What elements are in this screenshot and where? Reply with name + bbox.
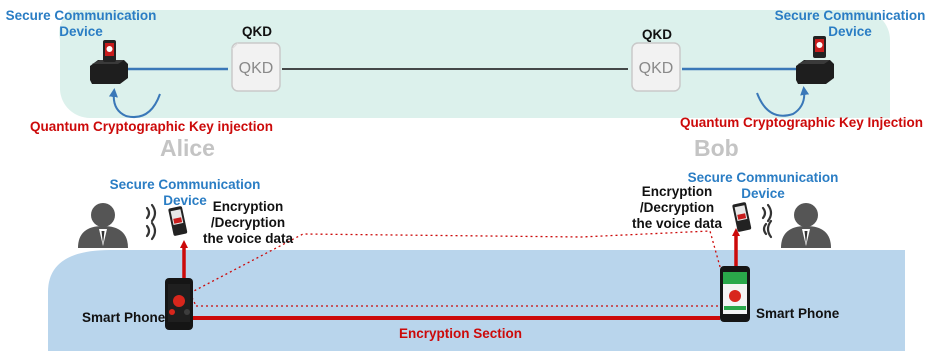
- left-process-line3: the voice data: [203, 231, 294, 246]
- right-process-line1: Encryption: [641, 184, 713, 199]
- qkd-box-left-icon: [231, 42, 281, 92]
- alice-device-label: Secure Communication Device: [4, 8, 158, 40]
- alice-name: Alice: [160, 135, 215, 161]
- alice-device-label-line2: Device: [59, 24, 103, 39]
- alice-secure-device-icon: [90, 40, 128, 84]
- left-handset-label: Secure Communication Device: [108, 177, 262, 209]
- bob-device-label: Secure Communication Device: [773, 8, 927, 40]
- right-handset-label-line2: Device: [741, 186, 785, 201]
- qkd-right-title: QKD: [642, 27, 672, 42]
- alice-injection-arrow: [108, 88, 161, 118]
- right-phone-label: Smart Phone: [756, 306, 840, 321]
- left-smartphone-icon: [165, 278, 193, 330]
- qkd-box-left-text: QKD: [239, 60, 274, 77]
- alice-injection-label: Quantum Cryptographic Key injection: [30, 119, 274, 134]
- qkd-box-right-text: QKD: [639, 60, 674, 77]
- bob-injection-arrow: [756, 86, 810, 117]
- bob-name: Bob: [694, 135, 739, 161]
- top-band-fill: [70, 10, 890, 118]
- left-phone-label: Smart Phone: [82, 310, 166, 325]
- right-person-icon: [781, 203, 831, 248]
- voice-data-dotted-path: [189, 230, 723, 307]
- left-handset-label-line2: Device: [163, 193, 207, 208]
- right-handset-label: Secure Communication Device: [686, 170, 840, 202]
- left-handset-label-line1: Secure Communication: [109, 177, 261, 192]
- right-smartphone-icon: [720, 266, 750, 322]
- left-person-icon: [78, 203, 128, 248]
- bob-device-label-line1: Secure Communication: [774, 8, 926, 23]
- encryption-section-label: Encryption Section: [399, 326, 523, 341]
- right-sound-waves-icon: [761, 203, 773, 239]
- left-process-label: Encryption /Decryption the voice data: [203, 199, 293, 247]
- alice-device-label-line1: Secure Communication: [5, 8, 157, 23]
- voice-data-dotted-left-down: [189, 292, 197, 307]
- right-process-label: Encryption /Decryption the voice data: [632, 184, 722, 232]
- right-process-line3: the voice data: [632, 216, 723, 231]
- left-sound-waves-icon: [145, 203, 157, 241]
- right-secure-handset-icon: [732, 202, 752, 232]
- left-process-line1: Encryption: [212, 199, 284, 214]
- right-process-line2: /Decryption: [639, 200, 715, 215]
- bob-device-label-line2: Device: [828, 24, 872, 39]
- right-handset-label-line1: Secure Communication: [687, 170, 839, 185]
- qkd-box-right-icon: [631, 42, 681, 92]
- qkd-left-title: QKD: [242, 24, 272, 39]
- left-secure-handset-icon: [168, 206, 188, 236]
- bottom-band: [48, 250, 905, 351]
- left-process-line2: /Decryption: [210, 215, 286, 230]
- bob-injection-label: Quantum Cryptographic Key Injection: [680, 115, 924, 130]
- bob-secure-device-icon: [796, 36, 834, 84]
